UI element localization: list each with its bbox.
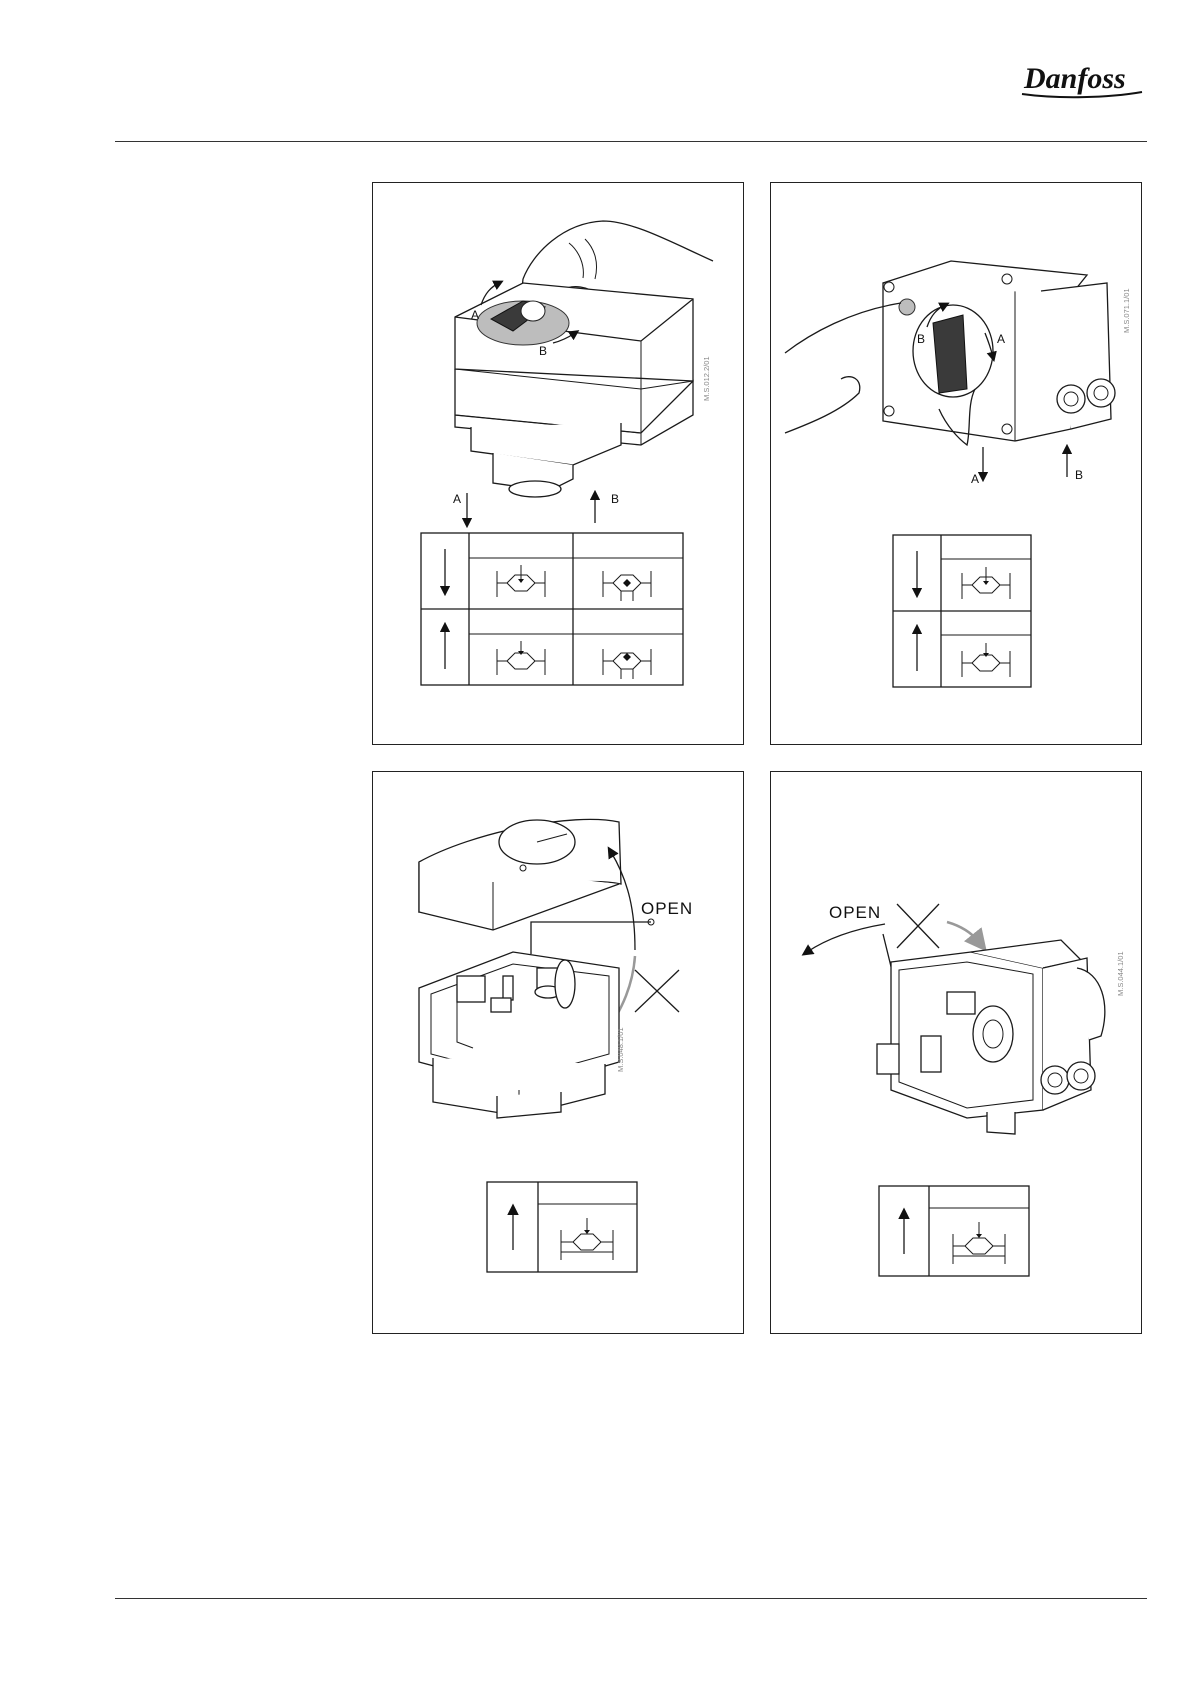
rotation-label-a: A <box>471 308 479 322</box>
three-way-valve-open-symbol <box>603 649 651 679</box>
actuator-top-illustration: A B A B M.S.012.2/01 <box>373 183 745 746</box>
actuator-front-illustration: B A A B M.S.071.1/01 <box>771 183 1143 746</box>
stem-label-b: B <box>1075 468 1083 482</box>
figure-open-housing-allen-key: OPEN M.S.044.1/01 <box>770 771 1142 1334</box>
two-way-valve-closed-symbol <box>962 567 1010 599</box>
three-way-valve-closed-symbol <box>603 571 651 601</box>
figure-manual-override-front: B A A B M.S.071.1/01 <box>770 182 1142 745</box>
actuator-open-illustration: OPEN M.S.048.1/01 <box>373 772 745 1335</box>
rotation-label-b: B <box>917 332 925 346</box>
brand-wordmark: Danfoss <box>1023 62 1126 95</box>
header-rule <box>115 141 1147 142</box>
figure-cover-removed-allen-key: OPEN M.S.048.1/01 <box>372 771 744 1334</box>
valve-position-table <box>487 1182 637 1272</box>
footer-rule <box>115 1598 1147 1599</box>
valve-position-table <box>893 535 1031 687</box>
stem-label-b: B <box>611 492 619 506</box>
figure-manual-override-top: A B A B M.S.012.2/01 <box>372 182 744 745</box>
drawing-reference: M.S.071.1/01 <box>1122 288 1131 333</box>
rotation-label-a: A <box>997 332 1005 346</box>
two-way-valve-open-symbol <box>497 641 545 675</box>
danfoss-logo: Danfoss <box>1018 52 1146 104</box>
open-direction-label: OPEN <box>641 899 693 918</box>
two-way-valve-open-symbol <box>962 643 1010 677</box>
two-way-valve-open-symbol <box>953 1222 1005 1264</box>
stem-label-a: A <box>453 492 461 506</box>
two-way-valve-open-symbol <box>561 1218 613 1260</box>
drawing-reference: M.S.044.1/01 <box>1116 951 1125 996</box>
two-way-valve-closed-symbol <box>497 565 545 597</box>
stem-label-a: A <box>971 472 979 486</box>
actuator-open-front-illustration: OPEN M.S.044.1/01 <box>771 772 1143 1335</box>
open-direction-label: OPEN <box>829 903 881 922</box>
drawing-reference: M.S.012.2/01 <box>702 356 711 401</box>
valve-position-table <box>421 533 683 685</box>
valve-position-table <box>879 1186 1029 1276</box>
drawing-reference: M.S.048.1/01 <box>616 1027 625 1072</box>
rotation-label-b: B <box>539 344 547 358</box>
